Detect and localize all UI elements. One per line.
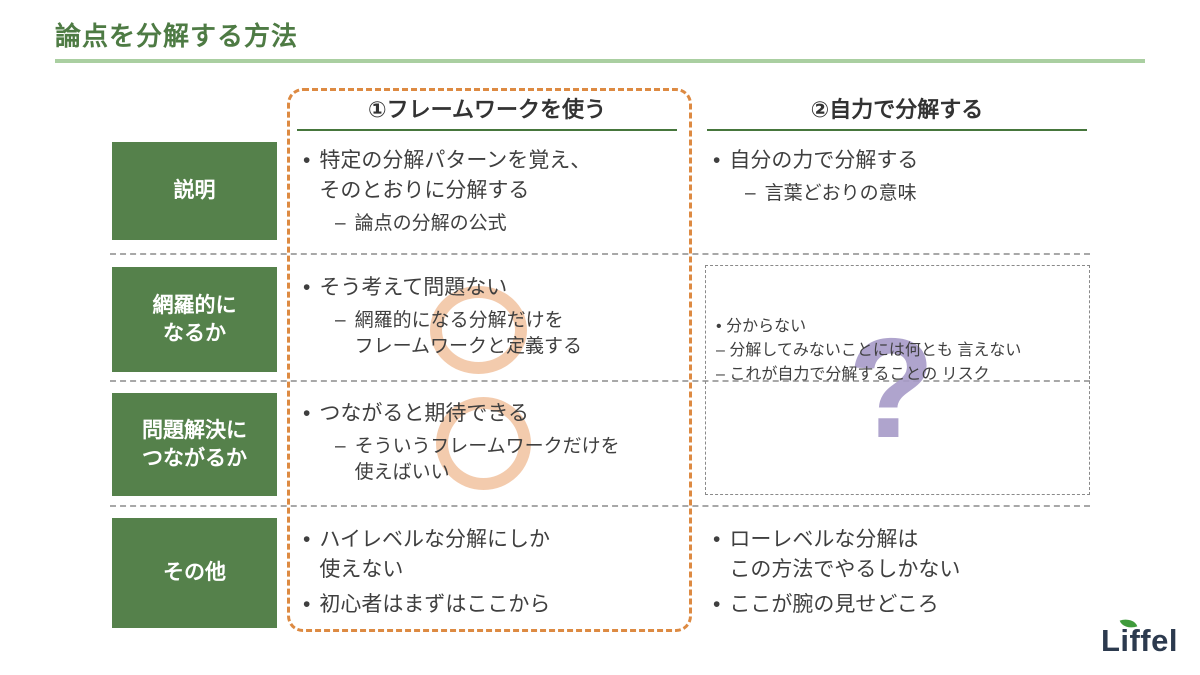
sub-bullet-item: – 言葉どおりの意味 [745, 181, 1098, 207]
sub-bullet-text: 分解してみないことには何とも 言えない [729, 342, 1022, 359]
row-divider-2 [110, 380, 1090, 382]
bullet-text: ここが腕の見せどころ [729, 592, 939, 616]
bullet-marker: • [716, 318, 722, 335]
bullet-marker: • [713, 149, 721, 172]
sub-bullet-text: 網羅的になる分解だけを フレームワークと定義する [354, 309, 583, 358]
bullet-text: 特定の分解パターンを覚え、 そのとおりに分解する [319, 149, 592, 202]
bullet-text: ローレベルな分解は この方法でやるしかない [729, 528, 961, 581]
cell-framework-setsumei: • 特定の分解パターンを覚え、 そのとおりに分解する – 論点の分解の公式 [303, 146, 688, 240]
dash-marker: – [335, 212, 346, 234]
bullet-marker: • [713, 528, 721, 551]
question-mark-annotation: ? [848, 309, 935, 468]
bullet-item: • ここが腕の見せどころ [713, 590, 1098, 620]
sub-bullet-item: – 分解してみないことには何とも 言えない [716, 336, 1081, 360]
cell-self-wakaranai-dashed-box: • 分からない – 分解してみないことには何とも 言えない – これが自力で分解… [705, 265, 1090, 495]
sub-bullet-text: これが自力で分解することの リスク [729, 366, 990, 383]
row-header-mourateki: 網羅的に なるか [112, 267, 277, 372]
bullet-item: • ハイレベルな分解にしか 使えない [303, 525, 688, 585]
sub-bullet-text: 言葉どおりの意味 [764, 182, 917, 204]
bullet-marker: • [713, 592, 721, 616]
row-divider-3 [110, 505, 1090, 507]
bullet-item: • 分からない [716, 312, 1081, 336]
cell-self-wakaranai: • 分からない – 分解してみないことには何とも 言えない – これが自力で分解… [716, 312, 1081, 384]
title-underline [55, 59, 1145, 63]
liffel-logo: Liffel [1100, 615, 1178, 659]
dash-marker: – [745, 182, 756, 204]
bullet-marker: • [303, 592, 311, 616]
sub-bullet-item: – これが自力で分解することの リスク [716, 360, 1081, 384]
dash-marker: – [335, 309, 346, 331]
dash-marker: – [716, 342, 725, 359]
bullet-item: • 自分の力で分解する [713, 146, 1098, 176]
row-header-setsumei: 説明 [112, 142, 277, 240]
bullet-text: そう考えて問題ない [319, 276, 508, 299]
row-divider-1 [110, 253, 1090, 255]
cell-self-sonota: • ローレベルな分解は この方法でやるしかない • ここが腕の見せどころ [713, 525, 1098, 624]
bullet-item: • 初心者はまずはここから [303, 590, 688, 620]
column-header-framework-underline [297, 129, 677, 131]
sub-bullet-item: – そういうフレームワークだけを 使えばいい [335, 434, 688, 486]
bullet-text: 自分の力で分解する [729, 149, 919, 172]
page-title: 論点を分解する方法 [55, 21, 299, 51]
bullet-item: • ローレベルな分解は この方法でやるしかない [713, 525, 1098, 585]
sub-bullet-text: 論点の分解の公式 [354, 212, 507, 234]
dash-marker: – [716, 366, 725, 383]
row-header-mondaikaiketsu: 問題解決に つながるか [112, 393, 277, 496]
framework-column-highlight-frame [287, 88, 692, 632]
row-header-sonota: その他 [112, 518, 277, 628]
cell-framework-mondaikaiketsu: • つながると期待できる – そういうフレームワークだけを 使えばいい [303, 399, 688, 489]
cell-self-setsumei: • 自分の力で分解する – 言葉どおりの意味 [713, 146, 1098, 210]
column-header-self-underline [707, 129, 1087, 131]
bullet-text: 初心者はまずはここから [319, 592, 551, 616]
liffel-logo-text: Liffel [1100, 623, 1178, 658]
bullet-marker: • [303, 276, 311, 299]
bullet-text: 分からない [726, 318, 807, 335]
cell-framework-mourateki: • そう考えて問題ない – 網羅的になる分解だけを フレームワークと定義する [303, 273, 688, 363]
dash-marker: – [335, 435, 346, 457]
sub-bullet-item: – 論点の分解の公式 [335, 211, 688, 237]
sub-bullet-text: そういうフレームワークだけを 使えばいい [354, 435, 620, 484]
cell-framework-sonota: • ハイレベルな分解にしか 使えない • 初心者はまずはここから [303, 525, 688, 624]
bullet-marker: • [303, 402, 311, 425]
bullet-marker: • [303, 528, 311, 551]
bullet-text: つながると期待できる [319, 402, 529, 425]
bullet-item: • 特定の分解パターンを覚え、 そのとおりに分解する [303, 146, 688, 206]
bullet-item: • つながると期待できる [303, 399, 688, 429]
bullet-text: ハイレベルな分解にしか 使えない [319, 528, 550, 581]
column-header-self: ②自力で分解する [810, 97, 984, 122]
sub-bullet-item: – 網羅的になる分解だけを フレームワークと定義する [335, 308, 688, 360]
bullet-marker: • [303, 149, 311, 172]
bullet-item: • そう考えて問題ない [303, 273, 688, 303]
column-header-framework: ①フレームワークを使う [368, 97, 606, 122]
